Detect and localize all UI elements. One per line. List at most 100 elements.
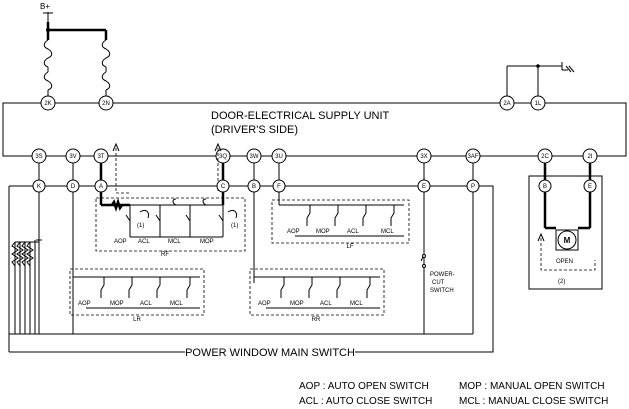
terminal-3s: 3S <box>31 148 47 164</box>
svg-text:B: B <box>252 184 256 190</box>
svg-text:3S: 3S <box>35 154 42 160</box>
svg-text:OPEN: OPEN <box>556 259 573 265</box>
svg-text:E: E <box>588 184 592 190</box>
svg-text:AOP: AOP <box>78 301 91 307</box>
battery-label: B+ <box>40 2 50 11</box>
motor-unit: B E M OPEN (2) <box>528 175 603 290</box>
connector-b: B <box>247 179 261 193</box>
terminal-3v: 3V <box>65 148 81 164</box>
svg-text:ACL: ACL <box>347 229 359 235</box>
svg-text:SWITCH: SWITCH <box>430 288 454 294</box>
connector-d: D <box>66 179 80 193</box>
ground-top <box>506 62 575 97</box>
connector-f: F <box>272 179 286 193</box>
svg-text:3V: 3V <box>69 154 76 160</box>
connector-e: E <box>417 179 431 193</box>
svg-text:AOP: AOP <box>287 229 300 235</box>
svg-text:E: E <box>422 184 426 190</box>
svg-text:3W: 3W <box>250 154 259 160</box>
terminal-3x: 3X <box>416 148 432 164</box>
legend-mop: MOP : MANUAL OPEN SWITCH <box>459 381 605 392</box>
main-switch-internal-wiring <box>8 186 474 352</box>
connector-k: K <box>32 179 46 193</box>
svg-text:D: D <box>71 184 76 190</box>
svg-text:C: C <box>221 184 226 190</box>
connector-c: C <box>216 179 230 193</box>
door-supply-unit-box <box>2 102 627 157</box>
connector-p: P <box>466 179 480 193</box>
svg-text:MOP: MOP <box>290 301 304 307</box>
bottom-terminals: 3S 3V 3T 3Q 3W 3U 3X 3AF 2C 2I <box>31 148 598 164</box>
svg-text:AOP: AOP <box>258 301 271 307</box>
main-switch-box: POWER WINDOW MAIN SWITCH <box>9 185 494 359</box>
motor-connector-b: B <box>538 179 552 193</box>
terminal-3af: 3AF <box>465 148 481 164</box>
svg-text:MCL: MCL <box>381 229 394 235</box>
fuse-left-2 <box>43 71 53 91</box>
svg-text:ACL: ACL <box>140 301 152 307</box>
lr-switch-group: LR AOP MOP ACL MCL <box>69 268 205 323</box>
svg-text:3U: 3U <box>275 154 283 160</box>
rf-switch-group: RF (1) (1) AOP ACL MCL MOP <box>95 197 246 258</box>
svg-text:LF: LF <box>346 244 353 250</box>
svg-text:(1): (1) <box>137 223 144 229</box>
svg-text:M: M <box>564 236 571 245</box>
svg-text:3AF: 3AF <box>467 154 478 160</box>
svg-text:AOP: AOP <box>114 239 127 245</box>
main-switch-label: POWER WINDOW MAIN SWITCH <box>185 347 355 359</box>
rr-switch-group: RR AOP MOP ACL MCL <box>249 268 385 323</box>
svg-text:POWER-: POWER- <box>430 272 455 278</box>
svg-text:2N: 2N <box>102 101 110 107</box>
fuse-right <box>101 39 111 68</box>
svg-text:RR: RR <box>312 317 321 323</box>
terminal-2a: 2A <box>499 95 515 111</box>
terminal-3t: 3T <box>93 148 109 164</box>
svg-text:K: K <box>37 184 41 190</box>
svg-text:MCL: MCL <box>350 301 363 307</box>
svg-text:P: P <box>471 184 475 190</box>
connector-a: A <box>94 179 108 193</box>
fuse-left <box>43 39 53 68</box>
rf-label: RF <box>161 252 169 258</box>
top-terminals: 2K 2N 2A 1L <box>40 95 546 111</box>
svg-text:LR: LR <box>133 317 141 323</box>
terminal-1l: 1L <box>530 95 546 111</box>
terminal-2n: 2N <box>98 95 114 111</box>
svg-text:F: F <box>277 184 281 190</box>
svg-text:2K: 2K <box>44 101 51 107</box>
terminal-2c: 2C <box>537 148 553 164</box>
svg-text:MCL: MCL <box>168 239 181 245</box>
terminal-2i: 2I <box>582 148 598 164</box>
svg-text:A: A <box>99 184 103 190</box>
lf-switch-group: LF AOP MOP ACL MCL <box>271 199 410 250</box>
svg-text:ACL: ACL <box>320 301 332 307</box>
supply-to-switch-wires <box>38 163 592 180</box>
supply-unit-subtitle: (DRIVER'S SIDE) <box>211 124 298 136</box>
fuse-right-2 <box>101 71 111 91</box>
svg-text:B: B <box>543 184 547 190</box>
motor-connector-e: E <box>583 179 597 193</box>
svg-text:ACL: ACL <box>138 239 150 245</box>
svg-text:CUT: CUT <box>432 280 445 286</box>
legend-acl: ACL : AUTO CLOSE SWITCH <box>299 396 432 407</box>
svg-text:2C: 2C <box>541 154 549 160</box>
svg-text:(1): (1) <box>231 223 238 229</box>
svg-text:(2): (2) <box>558 279 565 285</box>
svg-text:MOP: MOP <box>316 229 330 235</box>
svg-text:MCL: MCL <box>170 301 183 307</box>
svg-text:MOP: MOP <box>110 301 124 307</box>
motor-icon <box>557 230 577 250</box>
terminal-3u: 3U <box>271 148 287 164</box>
svg-text:2I: 2I <box>587 154 592 160</box>
legend-mcl: MCL : MANUAL CLOSE SWITCH <box>459 396 608 407</box>
supply-unit-title: DOOR-ELECTRICAL SUPPLY UNIT <box>211 110 390 122</box>
svg-text:3X: 3X <box>420 154 427 160</box>
terminal-2k: 2K <box>40 95 56 111</box>
legend: AOP : AUTO OPEN SWITCH MOP : MANUAL OPEN… <box>299 381 608 407</box>
svg-text:1L: 1L <box>535 101 542 107</box>
svg-text:2A: 2A <box>503 101 510 107</box>
power-cut-switch: POWER- CUT SWITCH <box>420 254 455 294</box>
svg-text:MOP: MOP <box>200 239 214 245</box>
legend-aop: AOP : AUTO OPEN SWITCH <box>299 381 429 392</box>
